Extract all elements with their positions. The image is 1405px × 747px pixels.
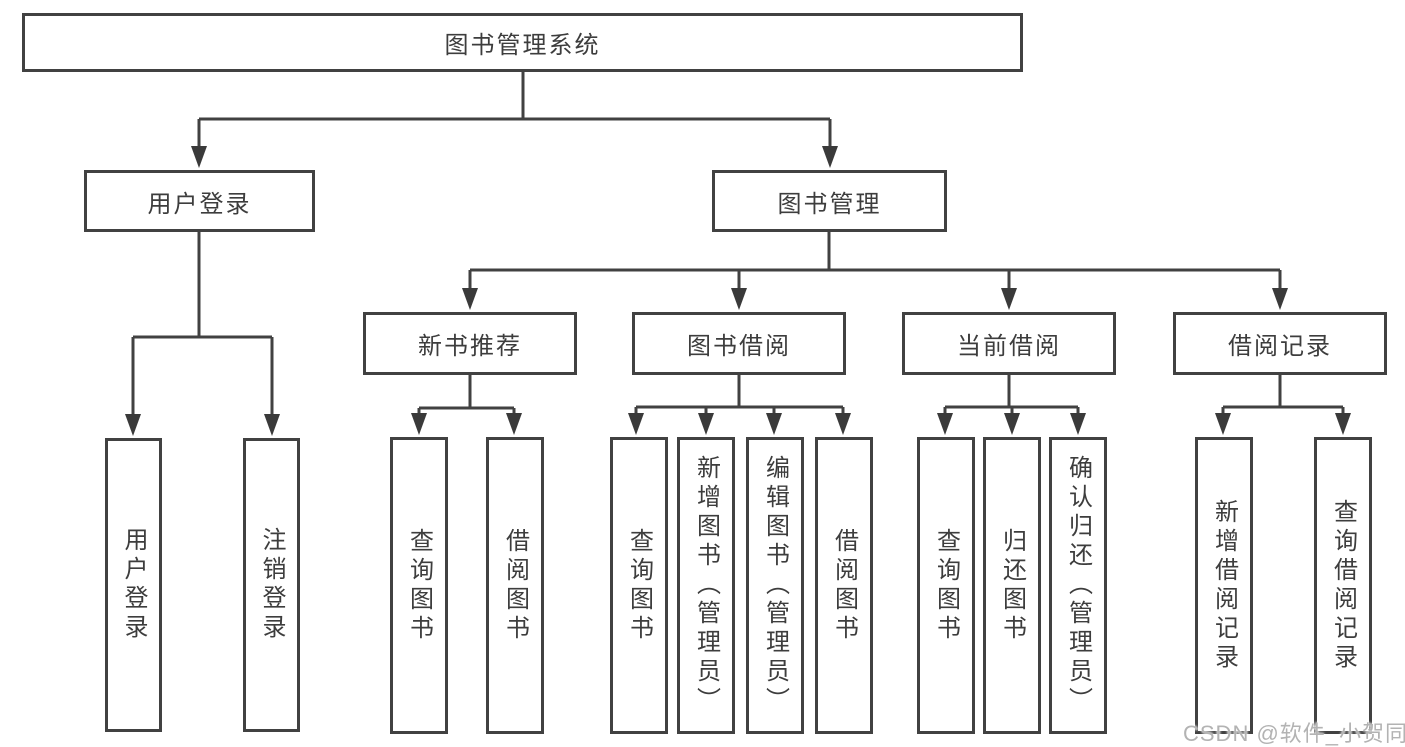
node-library-management-system: 图书管理系统 <box>22 13 1023 72</box>
node-user-login: 用户登录 <box>84 170 315 232</box>
node-book-borrowing: 图书借阅 <box>632 312 846 375</box>
node-current-borrowing: 当前借阅 <box>902 312 1116 375</box>
watermark: CSDN @软件_小贺同学 <box>1183 721 1405 746</box>
node-book-management: 图书管理 <box>712 170 947 232</box>
leaf-query-books-current: 查询图书 <box>917 437 975 734</box>
leaf-return-books: 归还图书 <box>983 437 1041 734</box>
node-new-book-recommendation: 新书推荐 <box>363 312 577 375</box>
leaf-user-login: 用户登录 <box>105 438 162 732</box>
leaf-add-book-admin: 新增图书（管理员） <box>677 437 735 734</box>
leaf-query-borrow-record: 查询借阅记录 <box>1314 437 1372 734</box>
leaf-query-books-recommend: 查询图书 <box>390 437 448 734</box>
node-borrowing-records: 借阅记录 <box>1173 312 1387 375</box>
leaf-query-books-borrowing: 查询图书 <box>610 437 668 734</box>
leaf-add-borrow-record: 新增借阅记录 <box>1195 437 1253 734</box>
leaf-edit-book-admin: 编辑图书（管理员） <box>746 437 804 734</box>
leaf-logout: 注销登录 <box>243 438 300 732</box>
leaf-confirm-return-admin: 确认归还（管理员） <box>1049 437 1107 734</box>
leaf-borrow-books-recommend: 借阅图书 <box>486 437 544 734</box>
leaf-borrow-books-borrowing: 借阅图书 <box>815 437 873 734</box>
